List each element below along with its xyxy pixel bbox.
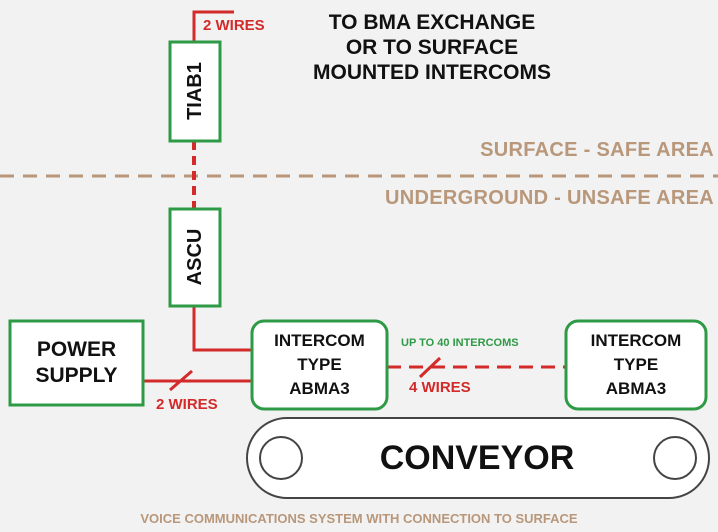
intercom-box-1 — [250, 319, 389, 411]
wire-label-intercom-link: 4 WIRES — [409, 379, 471, 396]
wire-link-slash — [418, 356, 442, 379]
wire-top — [192, 10, 234, 42]
destination-line-3: MOUNTED INTERCOMS — [313, 61, 551, 84]
intercom-1-label: INTERCOM TYPE ABMA3 — [252, 321, 387, 409]
intercom-1-line-3: ABMA3 — [289, 379, 350, 398]
intercom-1-line-1: INTERCOM — [274, 331, 365, 350]
intercom-2-label: INTERCOM TYPE ABMA3 — [566, 321, 706, 409]
destination-line-2: OR TO SURFACE — [345, 36, 519, 59]
ascu-box — [168, 207, 222, 308]
intercom-2-line-1: INTERCOM — [590, 331, 682, 350]
intercom-count-label: UP TO 40 INTERCOMS — [401, 337, 519, 349]
zone-label-underground: UNDERGROUND - UNSAFE AREA — [385, 187, 714, 209]
wire-ascu-intercom — [192, 306, 252, 352]
ascu-label: ASCU — [184, 228, 206, 286]
destination-line-1: TO BMA EXCHANGE — [328, 11, 536, 34]
tiab1-label: TIAB1 — [184, 62, 206, 120]
power-supply-box — [8, 319, 145, 407]
conveyor-label: CONVEYOR — [379, 439, 575, 477]
tiab1-box — [168, 40, 222, 143]
conveyor-belt — [246, 417, 710, 499]
wire-label-top: 2 WIRES — [203, 17, 265, 34]
power-supply-line-1: POWER — [36, 338, 117, 361]
wire-label-power: 2 WIRES — [156, 396, 218, 413]
conveyor-roller-left — [259, 436, 303, 480]
conveyor-roller-right — [653, 436, 697, 480]
intercom-2-line-2: TYPE — [613, 355, 659, 374]
intercom-1-line-2: TYPE — [297, 355, 342, 374]
destination-label: TO BMA EXCHANGE OR TO SURFACE MOUNTED IN… — [262, 10, 602, 85]
diagram-caption: VOICE COMMUNICATIONS SYSTEM WITH CONNECT… — [140, 511, 578, 526]
intercom-box-2 — [564, 319, 708, 411]
power-supply-line-2: SUPPLY — [35, 364, 118, 387]
intercom-2-line-3: ABMA3 — [605, 379, 667, 398]
zone-label-surface: SURFACE - SAFE AREA — [480, 139, 714, 161]
wire-power-slash — [169, 369, 193, 392]
power-supply-label: POWER SUPPLY — [10, 321, 143, 405]
